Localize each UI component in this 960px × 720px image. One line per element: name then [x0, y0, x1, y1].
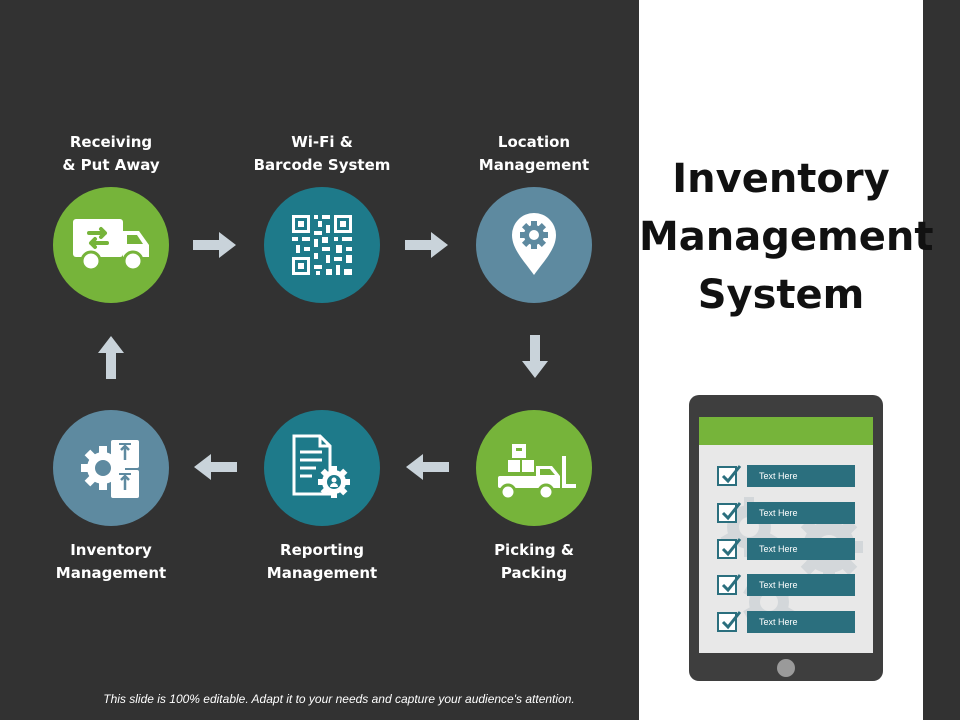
- arrow-up-icon: [98, 336, 124, 379]
- task-label: Text Here: [747, 502, 855, 524]
- step-circle-inventory: [53, 410, 169, 526]
- task-label: Text Here: [747, 611, 855, 633]
- tablet-header-bar: [699, 417, 873, 445]
- checkbox[interactable]: [717, 611, 742, 632]
- step-circle-reporting: [264, 410, 380, 526]
- step-label-barcode: Wi-Fi & Barcode System: [232, 131, 412, 177]
- checkmark-icon: [721, 538, 742, 557]
- page-title: Inventory Management System: [639, 150, 934, 324]
- tablet-home-button: [777, 659, 795, 677]
- title-line: System: [697, 272, 865, 318]
- step-label-line: Receiving: [69, 133, 153, 151]
- step-label-line: Wi-Fi &: [291, 133, 353, 151]
- gear-boxes-icon: [81, 440, 139, 498]
- arrow-right-icon: [405, 232, 448, 258]
- task-item: Text Here: [717, 574, 857, 598]
- location-gear-icon: [512, 213, 556, 275]
- step-label-line: Reporting: [280, 541, 364, 559]
- tablet-screen: Text Here Text Here Text Here Text Here: [699, 417, 873, 653]
- checkbox[interactable]: [717, 502, 742, 523]
- step-label-picking: Picking & Packing: [444, 539, 624, 585]
- step-circle-receiving: [53, 187, 169, 303]
- forklift-icon: [498, 444, 576, 501]
- task-label: Text Here: [747, 465, 855, 487]
- checkbox[interactable]: [717, 465, 742, 486]
- task-item: Text Here: [717, 538, 857, 562]
- arrow-left-icon: [194, 454, 237, 480]
- step-circle-picking: [476, 410, 592, 526]
- title-panel: Inventory Management System Text Here: [639, 0, 934, 720]
- step-label-line: Packing: [500, 564, 568, 582]
- step-circle-location: [476, 187, 592, 303]
- arrow-right-icon: [193, 232, 236, 258]
- task-item: Text Here: [717, 611, 857, 635]
- task-label: Text Here: [747, 538, 855, 560]
- arrow-left-icon: [406, 454, 449, 480]
- step-circle-barcode: [264, 187, 380, 303]
- title-line: Inventory: [672, 156, 890, 202]
- step-label-line: Management: [478, 156, 590, 174]
- task-label: Text Here: [747, 574, 855, 596]
- truck-icon: [73, 219, 149, 272]
- step-label-reporting: Reporting Management: [232, 539, 412, 585]
- task-item: Text Here: [717, 502, 857, 526]
- title-line: Management: [639, 214, 934, 260]
- step-label-line: Inventory: [70, 541, 152, 559]
- step-label-line: Location: [497, 133, 571, 151]
- step-label-line: & Put Away: [62, 156, 160, 174]
- checkbox[interactable]: [717, 538, 742, 559]
- report-gear-icon: [292, 434, 350, 498]
- checkmark-icon: [721, 574, 742, 593]
- step-label-line: Barcode System: [253, 156, 391, 174]
- step-label-line: Management: [55, 564, 167, 582]
- checkmark-icon: [721, 465, 742, 484]
- footer-note: This slide is 100% editable. Adapt it to…: [103, 692, 575, 706]
- tablet-illustration: Text Here Text Here Text Here Text Here: [689, 395, 883, 681]
- step-label-line: Picking &: [494, 541, 574, 559]
- arrow-down-icon: [522, 335, 548, 378]
- step-label-inventory: Inventory Management: [21, 539, 201, 585]
- task-item: Text Here: [717, 465, 857, 489]
- checkmark-icon: [721, 611, 742, 630]
- step-label-receiving: Receiving & Put Away: [21, 131, 201, 177]
- checkbox[interactable]: [717, 574, 742, 595]
- qr-code-icon: [292, 215, 352, 275]
- checkmark-icon: [721, 502, 742, 521]
- step-label-line: Management: [266, 564, 378, 582]
- step-label-location: Location Management: [444, 131, 624, 177]
